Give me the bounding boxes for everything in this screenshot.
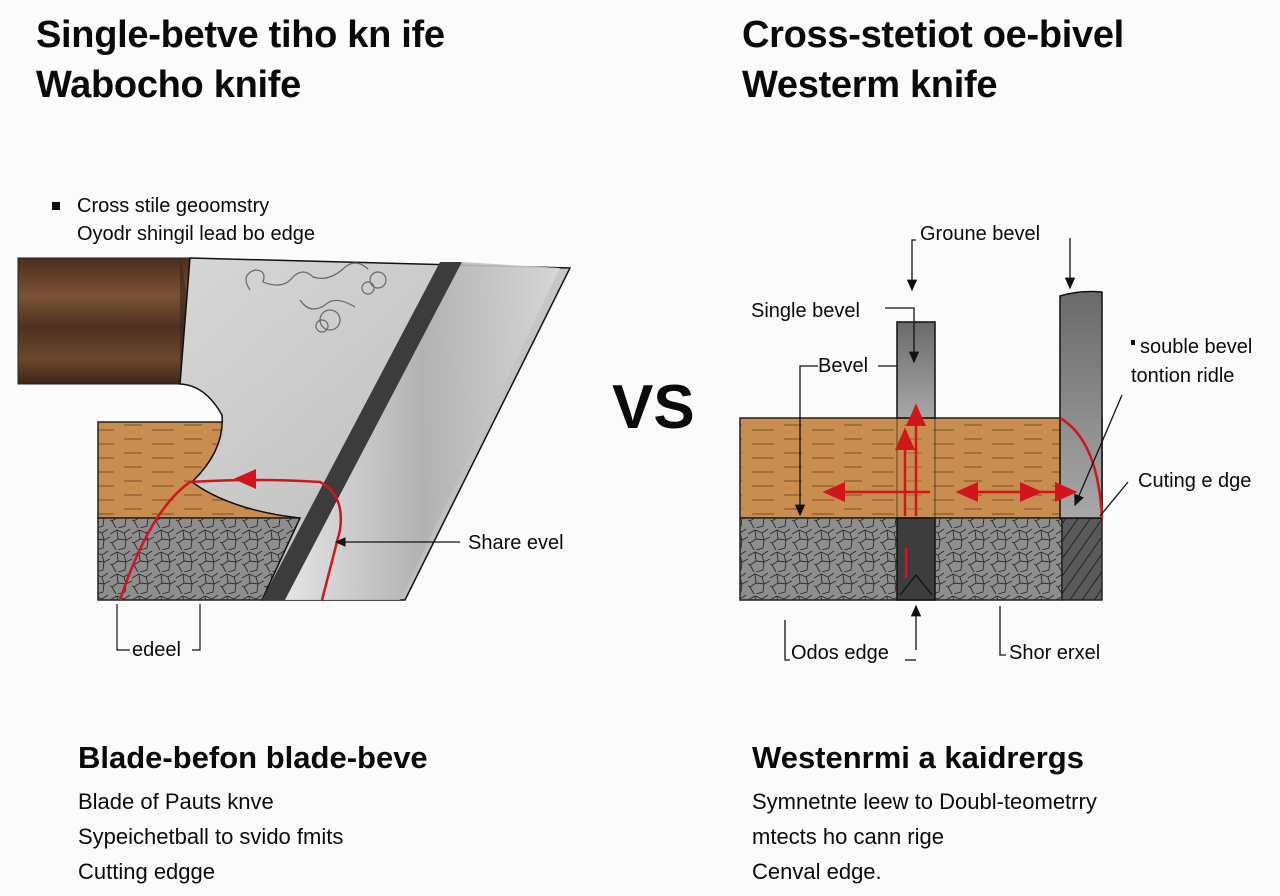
label-shor-erxel: Shor erxel (1009, 642, 1101, 664)
label-share-bevel: Share evel (468, 532, 564, 554)
label-edeel: edeel (132, 639, 181, 661)
right-leaders (784, 238, 1129, 661)
single-bevel-blade (896, 321, 936, 419)
left-desc-line: Sypeichetball to svido fmits (78, 824, 344, 849)
left-bullet-line1: Cross stile geoomstry (77, 195, 270, 217)
left-title-line1: Single-betve tiho kn ife (36, 14, 445, 56)
right-subheading: Westenrmi a kaidrergs (752, 740, 1084, 775)
right-desc-line: mtects ho cann rige (752, 824, 944, 849)
bullet-icon (1131, 340, 1135, 345)
label-groune-bevel: Groune bevel (920, 223, 1041, 245)
label-single-bevel: Single bevel (751, 300, 860, 322)
right-title-line1: Cross-stetiot oe-bivel (742, 14, 1124, 56)
vs-label: VS (612, 373, 695, 442)
knife-handle (17, 257, 191, 385)
left-title-line2: Wabocho knife (36, 64, 301, 106)
label-odos-edge: Odos edge (791, 642, 889, 664)
left-desc-line: Blade of Pauts knve (78, 789, 274, 814)
double-bevel-blade (1059, 290, 1103, 519)
left-bullet-line2: Oyodr shingil lead bo edge (77, 223, 315, 245)
label-cutting-edge: Cuting e dge (1138, 470, 1252, 492)
label-double-bevel-line1: souble bevel (1140, 336, 1253, 358)
edeel-bracket (116, 604, 201, 651)
blade-bevel-light (285, 262, 560, 600)
bullet-icon (52, 202, 60, 210)
blade-engraving-icon (245, 262, 387, 333)
right-desc-line: Cenval edge. (752, 859, 882, 884)
left-desc-line: Cutting edgge (78, 859, 215, 884)
right-title-line2: Westerm knife (742, 64, 998, 106)
red-force-arrows (822, 403, 1078, 578)
right-desc-line: Symnetnte leew to Doubl-teometrry (752, 789, 1097, 814)
label-bevel: Bevel (818, 355, 869, 377)
right-description: Symnetnte leew to Doubl-teometrry mtects… (752, 784, 1097, 889)
hatched-edge-block (1061, 517, 1103, 601)
blade-bevel-dark (262, 262, 462, 600)
label-double-bevel-line2: tontion ridle (1131, 365, 1235, 387)
left-description: Blade of Pauts knve Sypeichetball to svi… (78, 784, 343, 889)
left-subheading: Blade-befon blade-beve (78, 740, 428, 775)
